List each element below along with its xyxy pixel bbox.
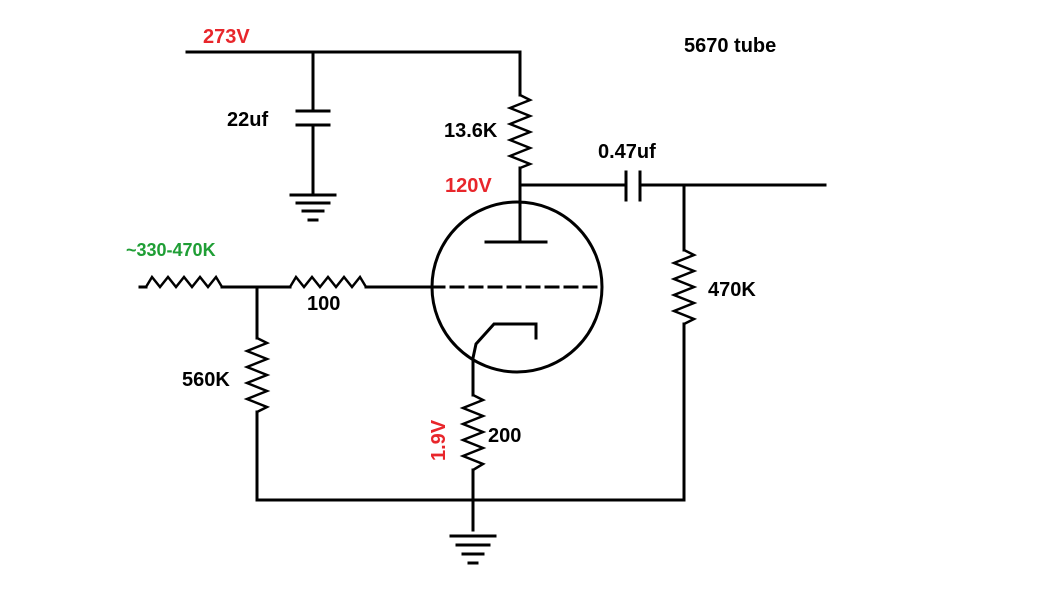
cathode-voltage-label: 1.9V	[428, 419, 450, 461]
ground-symbol-bottom	[449, 534, 497, 565]
tube-cathode	[471, 322, 538, 360]
tube-type-label: 5670 tube	[684, 35, 776, 57]
plate-resistor-label: 13.6K	[444, 120, 498, 142]
output-resistor	[670, 183, 698, 502]
grid-stopper-resistor	[288, 274, 434, 290]
input-resistor-label: ~330-470K	[126, 240, 216, 260]
plate-voltage-label: 120V	[445, 175, 492, 197]
cathode-resistor-label: 200	[488, 425, 521, 447]
grid-leak-resistor	[243, 285, 271, 502]
supply-capacitor	[295, 50, 331, 196]
grid-stopper-label: 100	[307, 293, 340, 315]
grid-leak-label: 560K	[182, 369, 230, 391]
coupling-cap-label: 0.47uf	[598, 141, 656, 163]
ground-symbol-top	[289, 193, 337, 222]
input-resistor	[138, 274, 292, 290]
output-resistor-label: 470K	[708, 279, 756, 301]
supply-voltage-label: 273V	[203, 26, 250, 48]
supply-cap-label: 22uf	[227, 109, 268, 131]
cathode-resistor	[459, 393, 487, 532]
plate-resistor	[506, 50, 534, 242]
coupling-capacitor	[518, 170, 827, 202]
